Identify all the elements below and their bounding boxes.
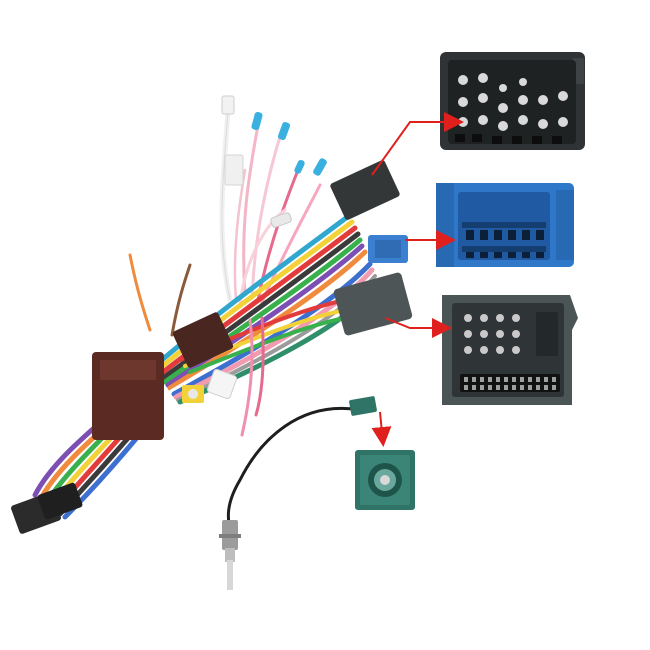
fakra-plug	[349, 396, 377, 416]
callout-arrows	[371, 112, 464, 447]
gray-quadlock-connector	[442, 295, 578, 405]
antenna-cable	[226, 396, 377, 531]
lead-terminals	[221, 95, 327, 228]
black-quadlock-connector	[440, 52, 585, 150]
bundle-plugs	[330, 160, 413, 336]
gray-plug	[333, 272, 413, 336]
green-fakra-antenna-connector	[355, 450, 415, 510]
radio-plug	[11, 482, 83, 534]
blue-quadlock-connector	[436, 183, 574, 267]
callout-arrow-green	[371, 411, 392, 447]
callout-arrow-black	[371, 112, 464, 176]
harness-modules	[92, 312, 238, 440]
callout-arrow-gray	[384, 317, 452, 338]
antenna-plug	[219, 520, 241, 590]
